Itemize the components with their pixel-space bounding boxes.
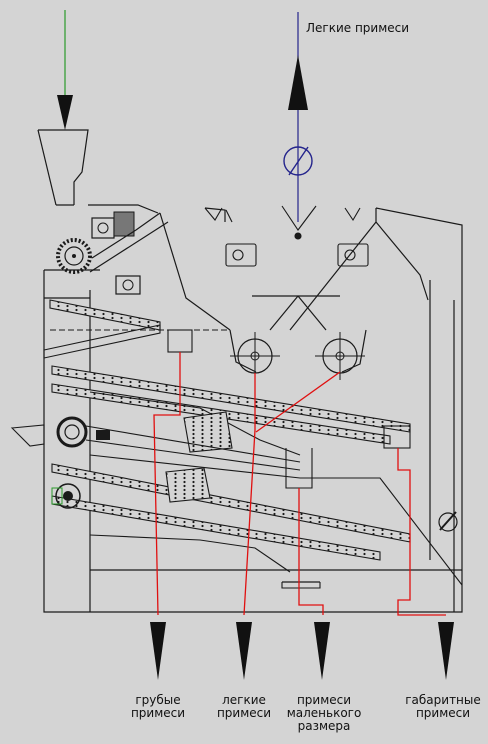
flow-small — [298, 488, 324, 615]
output-arrows — [150, 622, 454, 680]
arrow-light — [236, 622, 252, 680]
machine-body — [37, 129, 463, 613]
drive-motor-icon — [91, 217, 115, 239]
discharge-flows — [153, 352, 446, 616]
fan-motor-left-icon — [225, 243, 257, 267]
valve-motor-icon — [115, 275, 141, 295]
outlet-oversized — [383, 425, 411, 449]
label-light-impurities-top: Легкие примеси — [306, 21, 410, 35]
feed-roller — [56, 211, 169, 295]
air-outlet — [283, 12, 313, 222]
eccentric-knob — [438, 511, 458, 532]
arrow-oversized — [438, 622, 454, 680]
label-oversized-impurities: габаритные примеси — [405, 693, 481, 720]
flow-coarse — [153, 352, 181, 616]
grain-input-arrow — [57, 10, 73, 130]
cyclones — [230, 332, 365, 380]
sieve-1 — [49, 299, 230, 331]
outlet-hoppers — [167, 329, 411, 589]
sieve-5 — [51, 495, 381, 561]
flow-light — [243, 373, 256, 616]
fan-motor-right-icon — [337, 243, 369, 267]
label-light-impurities: легкие примеси — [216, 693, 272, 720]
label-small-impurities: примеси маленького размера — [286, 693, 362, 733]
outlet-small — [285, 448, 313, 489]
outlet-coarse — [167, 329, 193, 353]
arrow-coarse — [150, 622, 166, 680]
top-fittings — [204, 205, 369, 267]
arrow-small — [314, 622, 330, 680]
sieves — [43, 299, 463, 586]
drive-unit — [10, 416, 301, 509]
label-coarse-impurities: грубые примеси — [130, 693, 186, 720]
air-damper-icon — [283, 146, 313, 176]
flow-oversized — [397, 448, 446, 616]
